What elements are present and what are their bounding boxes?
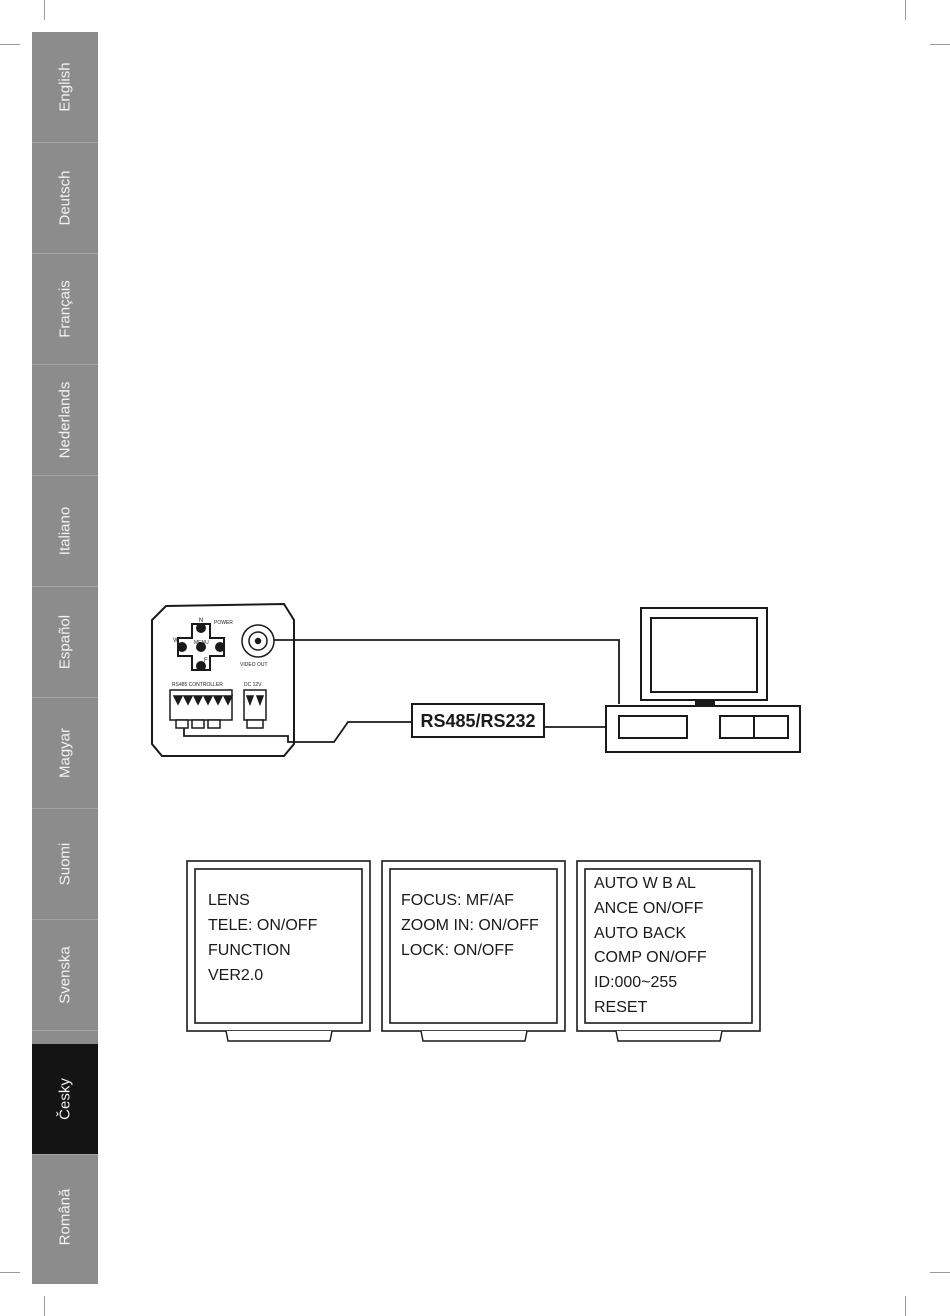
video-out-label: VIDEO OUT — [240, 662, 268, 668]
tab-label: Svenska — [57, 946, 74, 1004]
screen-line: LENS — [208, 889, 250, 914]
crop-mark — [0, 1272, 20, 1273]
crop-mark — [0, 44, 20, 45]
screen-line: ZOOM IN: ON/OFF — [401, 914, 539, 939]
tab-francais[interactable]: Français — [32, 254, 98, 365]
crop-mark — [905, 0, 906, 20]
tab-espanol[interactable]: Español — [32, 587, 98, 698]
tab-english[interactable]: English — [32, 32, 98, 143]
tab-label: Suomi — [57, 843, 74, 886]
key-t-label: T — [222, 638, 226, 644]
screen-line: VER2.0 — [208, 964, 263, 989]
crop-mark — [930, 1272, 950, 1273]
tab-magyar[interactable]: Magyar — [32, 698, 98, 809]
dc12v-terminal-block — [244, 690, 266, 728]
camera-back-panel — [152, 604, 294, 756]
computer-case — [606, 706, 800, 752]
screen-line: TELE: ON/OFF — [208, 914, 317, 939]
screen-line: RESET — [594, 996, 647, 1021]
tab-cesky[interactable]: Česky — [32, 1044, 98, 1155]
tab-label: Español — [57, 615, 74, 669]
tab-label: Italiano — [57, 507, 74, 555]
key-w-label: W — [173, 638, 179, 644]
converter-label: RS485/RS232 — [420, 711, 535, 731]
screen-line: FUNCTION — [208, 939, 291, 964]
tab-suomi[interactable]: Suomi — [32, 809, 98, 920]
tab-label: English — [57, 62, 74, 111]
menu-label: MENU — [194, 640, 209, 646]
tab-deutsch[interactable]: Deutsch — [32, 143, 98, 254]
screen-line: AUTO W B AL — [594, 872, 696, 897]
tab-label: Nederlands — [57, 382, 74, 459]
key-f-label: F — [204, 658, 208, 664]
screen-line: COMP ON/OFF — [594, 946, 707, 971]
rs485-controller-label: RS485 CONTROLLER — [172, 682, 223, 688]
tab-label: Română — [57, 1189, 74, 1246]
tab-romana[interactable]: Română — [32, 1155, 98, 1284]
tab-nederlands[interactable]: Nederlands — [32, 365, 98, 476]
screen-line: ID:000~255 — [594, 971, 677, 996]
tab-italiano[interactable]: Italiano — [32, 476, 98, 587]
language-sidebar: English Deutsch Français Nederlands Ital… — [32, 32, 98, 1284]
dc12v-label: DC 12V — [244, 682, 262, 688]
computer-monitor — [641, 608, 767, 706]
screen-line: FOCUS: MF/AF — [401, 889, 514, 914]
tab-label: Deutsch — [57, 170, 74, 225]
key-n-label: N — [199, 618, 203, 624]
crop-mark — [905, 1296, 906, 1316]
crop-mark — [930, 44, 950, 45]
tab-label: Français — [57, 280, 74, 338]
crop-mark — [44, 0, 45, 20]
power-label: POWER — [214, 620, 233, 626]
screen-line: ANCE ON/OFF — [594, 897, 703, 922]
video-out-connector — [242, 625, 274, 657]
connection-diagram: N F W T MENU POWER VIDEO OUT RS485 CONTR… — [148, 596, 808, 766]
crop-mark — [44, 1296, 45, 1316]
tab-label: Česky — [57, 1078, 74, 1120]
tab-label: Magyar — [57, 728, 74, 778]
tab-svenska[interactable]: Svenska — [32, 920, 98, 1031]
screen-line: LOCK: ON/OFF — [401, 939, 514, 964]
screen-line: AUTO BACK — [594, 922, 686, 947]
